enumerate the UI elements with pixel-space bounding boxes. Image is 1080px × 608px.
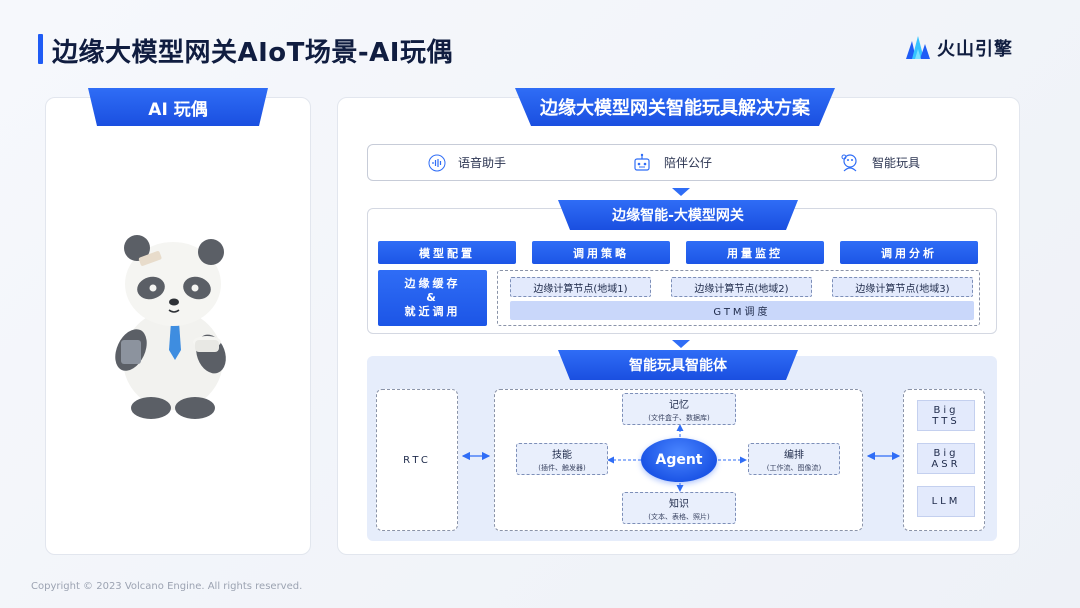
right-panel-tag: 边缘大模型网关智能玩具解决方案 <box>515 88 835 126</box>
volcano-logo-icon <box>906 36 930 59</box>
knowledge-title: 知识 <box>669 498 689 510</box>
orchestration-node: 编排 (工作流、图像流) <box>748 443 840 475</box>
knowledge-node: 知识 (文本、表格、照片) <box>622 492 736 524</box>
edge-node-region-3: 边缘计算节点(地域3) <box>832 277 973 297</box>
page-title: 边缘大模型网关AIoT场景-AI玩偶 <box>52 38 453 68</box>
left-panel-tag: AI 玩偶 <box>88 88 268 126</box>
skills-sub: (插件、触发器) <box>538 463 586 472</box>
model-line-1: LLM <box>931 496 961 507</box>
arrow-down-icon <box>672 188 690 196</box>
product-row: 语音助手 陪伴公仔 智能玩具 <box>367 144 997 181</box>
cache-line-3: 就近调用 <box>404 305 461 318</box>
memory-title: 记忆 <box>669 399 689 411</box>
product-label: 语音助手 <box>458 156 507 170</box>
call-analysis-button[interactable]: 调用分析 <box>840 241 978 264</box>
skills-title: 技能 <box>552 449 572 461</box>
gtm-scheduling-bar: GTM调度 <box>510 301 974 320</box>
voice-wave-icon <box>428 154 446 171</box>
usage-monitor-button[interactable]: 用量监控 <box>686 241 824 264</box>
orchestration-sub: (工作流、图像流) <box>766 463 822 472</box>
cache-line-1: 边缘缓存 <box>404 277 461 290</box>
model-line-2: TTS <box>932 415 960 427</box>
product-smart-toy: 智能玩具 <box>840 145 920 180</box>
model-llm: LLM <box>917 486 975 517</box>
edge-node-region-2: 边缘计算节点(地域2) <box>671 277 812 297</box>
memory-node: 记忆 (文件盒子、数据库) <box>622 393 736 425</box>
robot-icon <box>634 153 650 171</box>
cache-line-2: & <box>426 291 439 304</box>
model-big-asr: Big ASR <box>917 443 975 474</box>
product-voice-assistant: 语音助手 <box>428 145 506 180</box>
skills-node: 技能 (插件、触发器) <box>516 443 608 475</box>
model-big-tts: Big TTS <box>917 400 975 431</box>
copyright-footer: Copyright © 2023 Volcano Engine. All rig… <box>31 581 303 592</box>
memory-sub: (文件盒子、数据库) <box>648 413 710 422</box>
product-label: 陪伴公仔 <box>664 156 713 170</box>
model-line-2: ASR <box>931 458 961 470</box>
panda-doll-image <box>115 235 226 419</box>
gateway-tag: 边缘智能-大模型网关 <box>558 200 798 230</box>
edge-cache-box: 边缘缓存 & 就近调用 <box>378 270 487 326</box>
orchestration-title: 编排 <box>784 449 804 461</box>
agent-node: Agent <box>641 438 717 482</box>
brand-logo: 火山引擎 <box>905 33 1013 63</box>
product-companion-doll: 陪伴公仔 <box>632 145 712 180</box>
product-label: 智能玩具 <box>872 156 921 170</box>
call-strategy-button[interactable]: 调用策略 <box>532 241 670 264</box>
model-line-1: Big <box>933 404 959 416</box>
rtc-label: RTC <box>403 454 431 466</box>
rtc-box: RTC <box>376 389 458 531</box>
knowledge-sub: (文本、表格、照片) <box>648 512 710 521</box>
model-line-1: Big <box>933 447 959 459</box>
edge-node-region-1: 边缘计算节点(地域1) <box>510 277 651 297</box>
edge-node-area <box>497 270 980 326</box>
title-accent-bar <box>38 34 43 64</box>
model-config-button[interactable]: 模型配置 <box>378 241 516 264</box>
agent-section-tag: 智能玩具智能体 <box>558 350 798 380</box>
brand-name: 火山引擎 <box>937 39 1013 60</box>
connector-lines <box>461 424 901 492</box>
toy-icon <box>841 153 857 171</box>
arrow-down-icon <box>672 340 690 348</box>
